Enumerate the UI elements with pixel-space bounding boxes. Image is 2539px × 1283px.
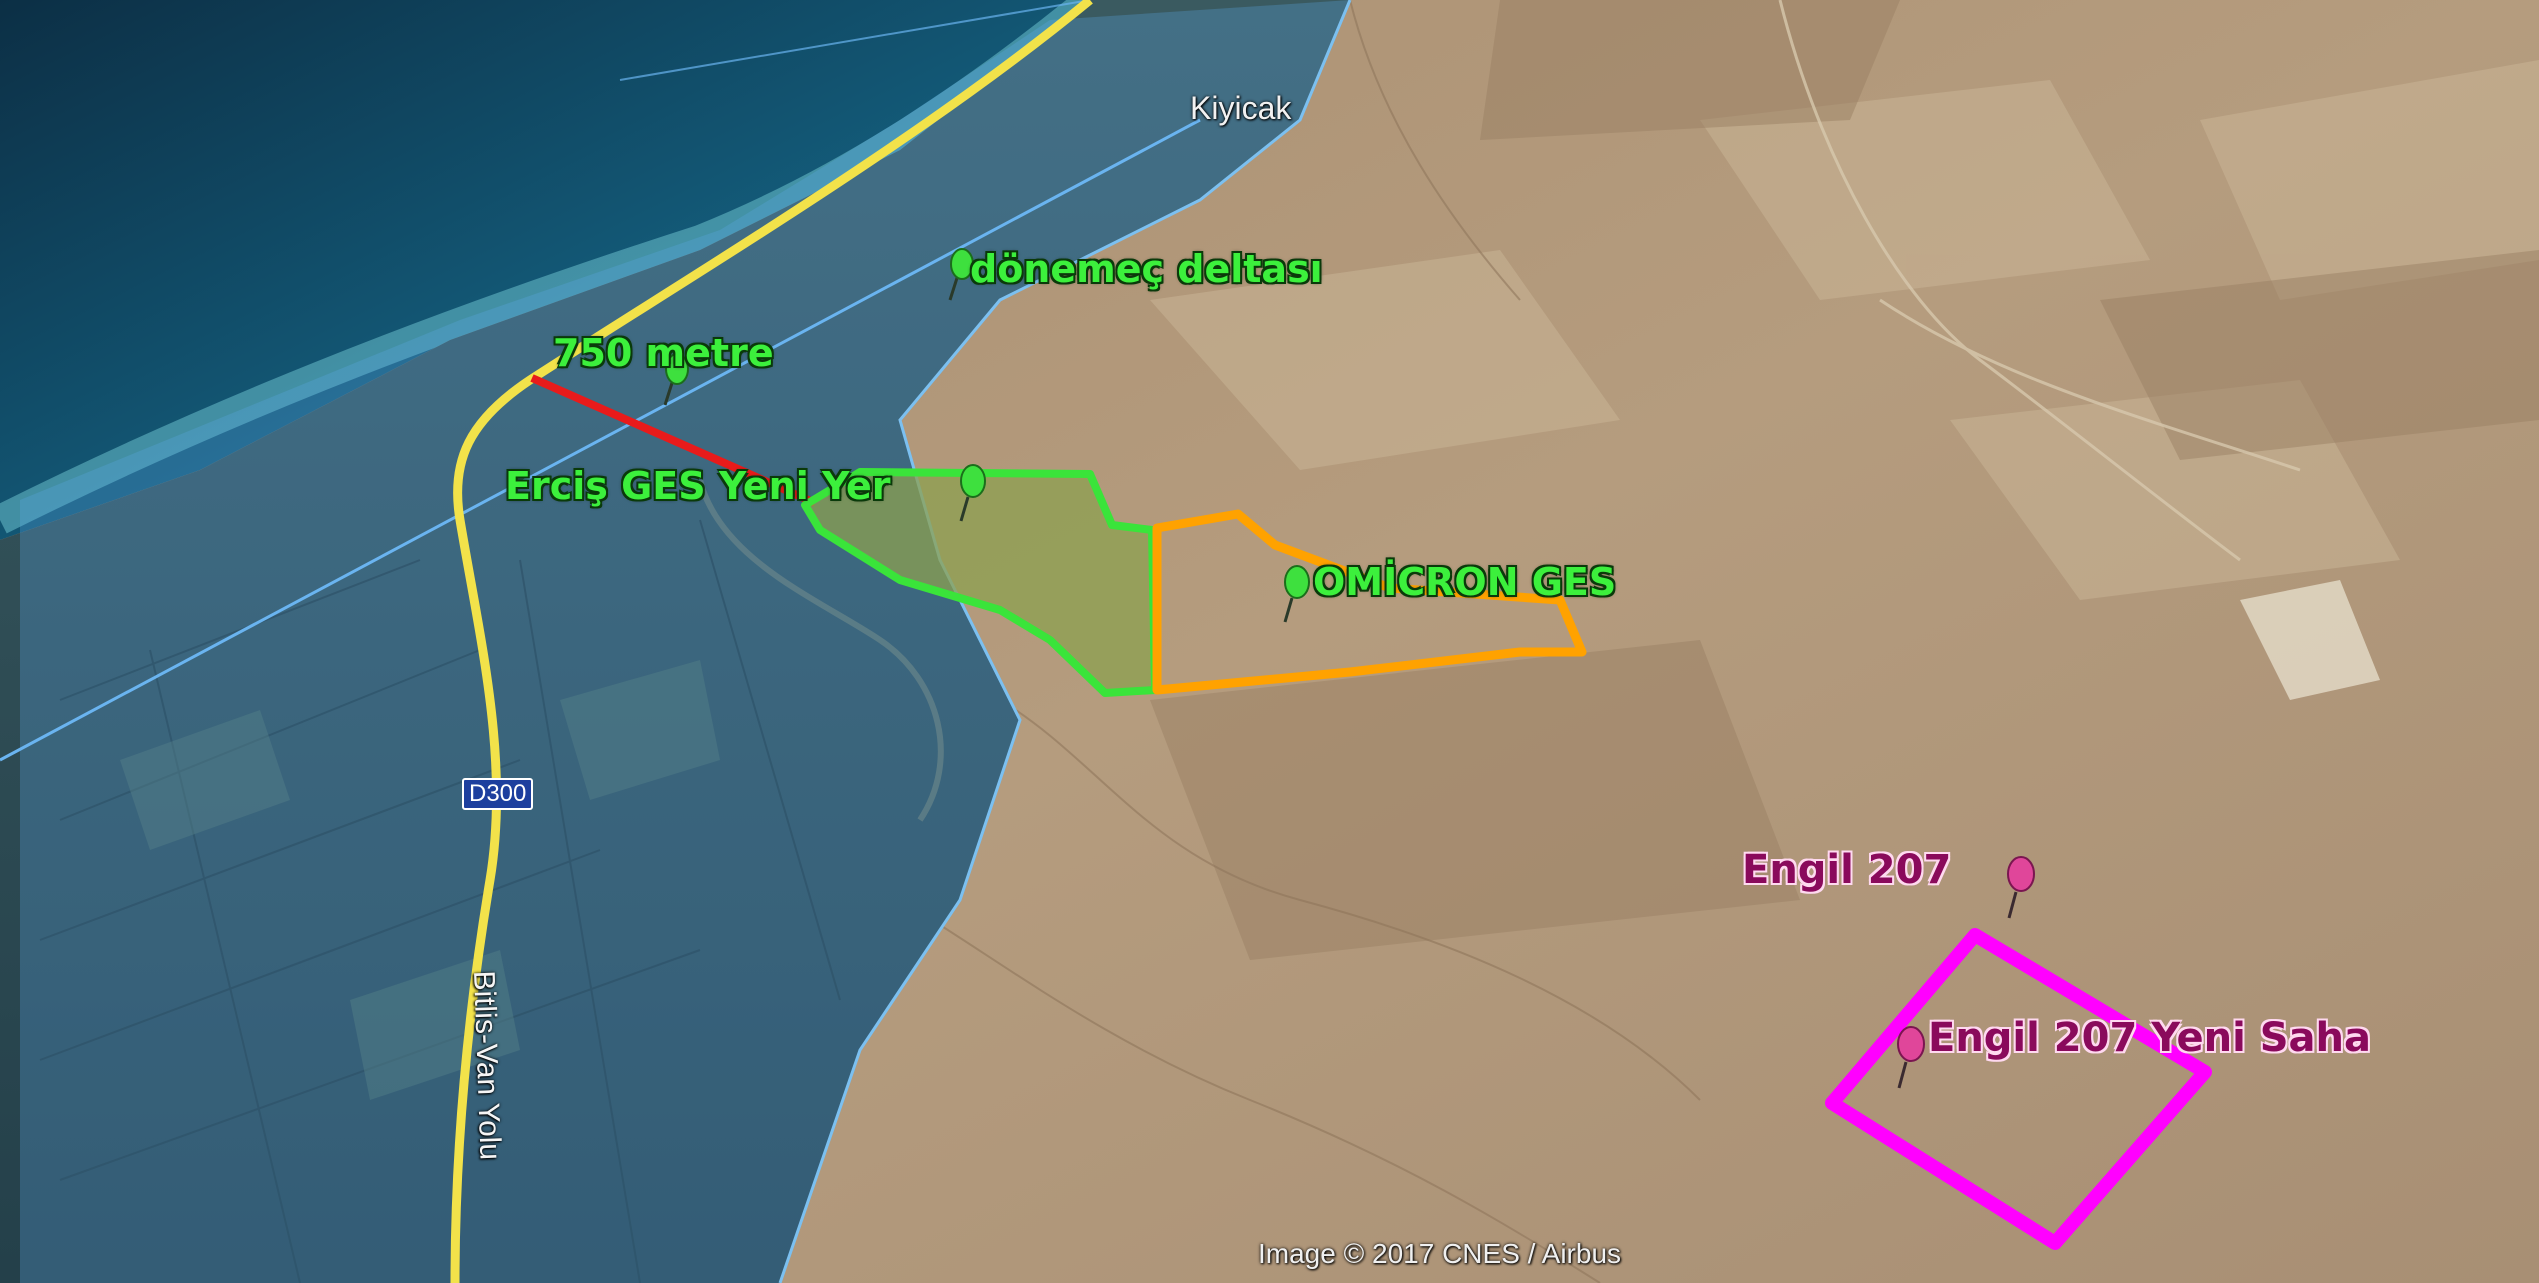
ercis-ges-area[interactable] [801,468,1159,697]
pin-engil-207-icon[interactable] [2007,856,2035,919]
road-shield-d300: D300 [462,778,534,811]
omicron-ges-area[interactable] [1152,509,1587,695]
place-label-delta[interactable]: dönemeç deltası [970,247,1323,291]
place-label-engil-207-new[interactable]: Engil 207 Yeni Saha [1928,1015,2372,1061]
imagery-credit: Image © 2017 CNES / Airbus [1258,1238,1622,1269]
pin-engil-207-new-icon[interactable] [1897,1026,1925,1089]
engil-207-area[interactable] [1825,928,2212,1250]
distance-line [530,374,817,507]
place-label-kiyicak: Kiyicak [1190,90,1292,126]
place-label-ercis-ges[interactable]: Erciş GES Yeni Yer [505,464,891,508]
place-label-750-metre[interactable]: 750 metre [553,331,774,375]
road-name-label: Bitlis-Van Yolu [467,970,507,1161]
pin-omicron-icon[interactable] [1283,565,1310,623]
pin-ercis-icon[interactable] [959,464,986,522]
pin-delta-icon[interactable] [948,248,974,301]
pin-750-icon[interactable] [663,353,689,406]
place-label-engil-207[interactable]: Engil 207 [1742,847,1952,893]
place-label-omicron-ges[interactable]: OMİCRON GES [1313,560,1617,604]
